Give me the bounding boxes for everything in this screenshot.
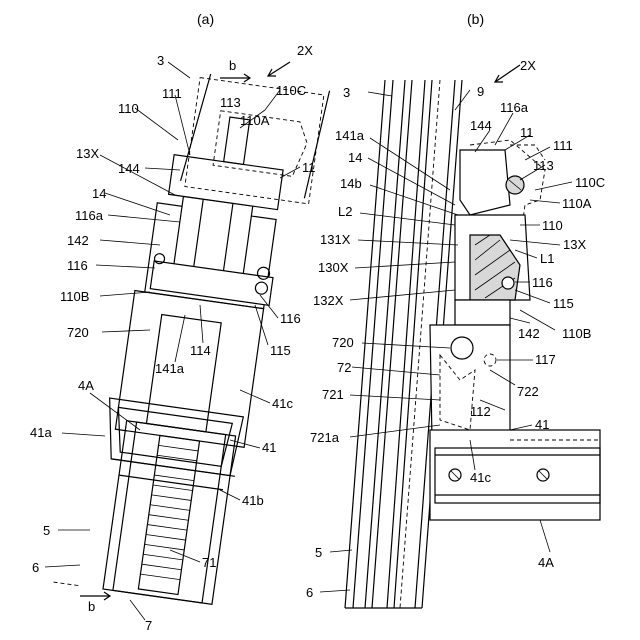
label-110a-b: 110A <box>562 196 592 211</box>
panel-a-assembly <box>53 62 329 610</box>
label-4a: 4A <box>78 378 94 393</box>
label-720: 720 <box>67 325 89 340</box>
label-722: 722 <box>517 384 539 399</box>
base-110b <box>455 300 510 325</box>
label-6: 6 <box>32 560 39 575</box>
label-115: 115 <box>270 343 291 358</box>
hole-720 <box>451 337 473 359</box>
label-2x: 2X <box>297 43 313 58</box>
label-721a: 721a <box>310 430 340 445</box>
label-72: 72 <box>337 360 351 375</box>
label-7: 7 <box>145 618 152 633</box>
label-721: 721 <box>322 387 344 402</box>
label-115-b: 115 <box>553 296 574 311</box>
label-11: 11 <box>302 160 316 175</box>
label-b-bottom: b <box>88 599 95 614</box>
panel-b: (b) <box>306 11 605 608</box>
label-110a: 110A <box>240 113 270 128</box>
label-110c-b: 110C <box>575 175 605 190</box>
label-2x-b: 2X <box>520 58 536 73</box>
label-116-left: 116 <box>67 258 88 273</box>
label-142-b: 142 <box>518 326 540 341</box>
label-4a-b: 4A <box>538 555 554 570</box>
label-141a-b: 141a <box>335 128 365 143</box>
label-71: 71 <box>202 555 216 570</box>
label-130x: 130X <box>318 260 349 275</box>
label-41b: 41b <box>242 493 264 508</box>
bracket-11 <box>460 150 510 215</box>
label-720-b: 720 <box>332 335 354 350</box>
label-41-b: 41 <box>535 417 549 432</box>
label-41c: 41c <box>272 396 293 411</box>
label-110b: 110B <box>60 289 89 304</box>
label-13x: 13X <box>76 146 99 161</box>
label-113-b: 113 <box>533 158 554 173</box>
panel-a-caption: (a) <box>197 11 214 27</box>
label-6-b: 6 <box>306 585 313 600</box>
label-131x: 131X <box>320 232 351 247</box>
label-111-b: 111 <box>553 138 573 153</box>
label-110: 110 <box>118 101 139 116</box>
arrow-2x-a <box>268 62 290 76</box>
label-13x-b: 13X <box>563 237 586 252</box>
label-9: 9 <box>477 84 484 99</box>
label-141a: 141a <box>155 361 185 376</box>
label-41a: 41a <box>30 425 52 440</box>
label-114: 114 <box>190 343 211 358</box>
label-116-right: 116 <box>280 311 301 326</box>
label-14: 14 <box>92 186 106 201</box>
label-110c: 110C <box>276 83 306 98</box>
label-116-b: 116 <box>532 275 553 290</box>
label-117: 117 <box>535 352 556 367</box>
label-112: 112 <box>470 404 491 419</box>
label-142: 142 <box>67 233 89 248</box>
label-132x: 132X <box>313 293 344 308</box>
panel-b-caption: (b) <box>467 11 484 27</box>
label-3: 3 <box>157 53 164 68</box>
label-11-b: 11 <box>520 125 534 140</box>
label-110-b: 110 <box>542 218 563 233</box>
arrow-2x-b <box>495 65 520 82</box>
label-5-b: 5 <box>315 545 322 560</box>
label-144: 144 <box>118 161 140 176</box>
label-b-top: b <box>229 58 236 73</box>
label-14-b: 14 <box>348 150 362 165</box>
label-3-b: 3 <box>343 85 350 100</box>
label-41: 41 <box>262 440 276 455</box>
label-41c-b: 41c <box>470 470 491 485</box>
label-116a: 116a <box>75 208 104 223</box>
label-113: 113 <box>220 95 241 110</box>
label-l1: L1 <box>540 251 554 266</box>
label-l2: L2 <box>338 204 352 219</box>
label-111: 111 <box>162 86 182 101</box>
pin-115 <box>502 277 514 289</box>
label-110b-b: 110B <box>562 326 591 341</box>
label-5: 5 <box>43 523 50 538</box>
label-14b: 14b <box>340 176 362 191</box>
panel-a: (a) <box>30 11 330 633</box>
label-144-b: 144 <box>470 118 492 133</box>
label-116a-b: 116a <box>500 100 529 115</box>
